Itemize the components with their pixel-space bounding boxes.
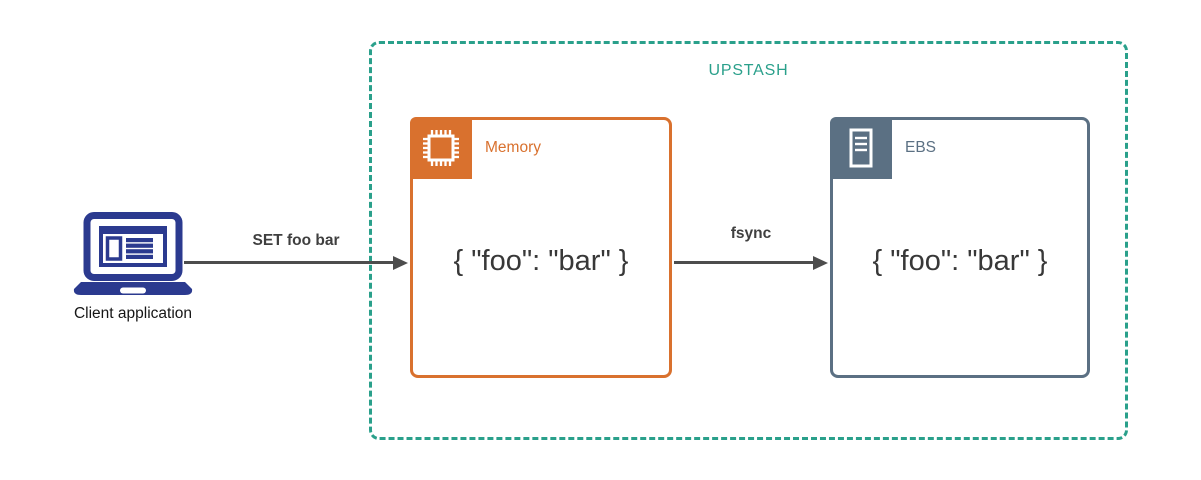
arrow-set-head: [393, 256, 408, 270]
arrow-set-label: SET foo bar: [252, 232, 340, 249]
arrow-fsync-line: [674, 261, 814, 264]
upstash-container: UPSTASH: [369, 41, 1128, 440]
ebs-value: { "foo": "bar" }: [872, 245, 1048, 277]
memory-value: { "foo": "bar" }: [453, 245, 629, 277]
memory-title: Memory: [485, 139, 541, 156]
arrow-fsync-label: fsync: [730, 225, 772, 242]
arrow-fsync-head: [813, 256, 828, 270]
memory-node: Memory { "foo": "bar" }: [410, 117, 672, 378]
ebs-title: EBS: [905, 139, 937, 156]
arrow-set-line: [184, 261, 394, 264]
ebs-node: EBS { "foo": "bar" }: [830, 117, 1090, 378]
chip-icon: [410, 117, 472, 179]
server-icon: [830, 117, 892, 179]
client-label: Client application: [73, 305, 193, 322]
laptop-icon: [73, 212, 193, 295]
client-application: Client application: [70, 212, 196, 332]
upstash-label: UPSTASH: [708, 62, 789, 79]
